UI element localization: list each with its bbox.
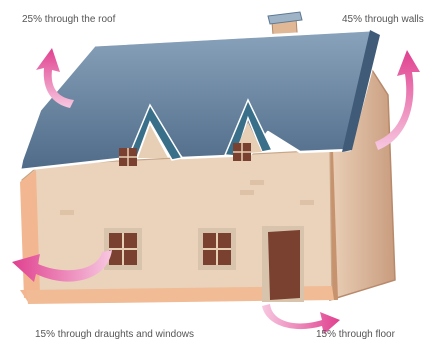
draughts-loss-label: 15% through draughts and windows	[35, 329, 194, 341]
dormer-window-right	[233, 143, 251, 161]
floor-loss-label: 15% through floor	[316, 329, 395, 341]
walls-loss-label: 45% through walls	[342, 14, 424, 26]
window-left	[104, 228, 142, 270]
roof-loss-label: 25% through the roof	[22, 14, 115, 26]
dormer-window-left	[119, 148, 137, 166]
door	[262, 226, 304, 302]
window-right	[198, 228, 236, 270]
